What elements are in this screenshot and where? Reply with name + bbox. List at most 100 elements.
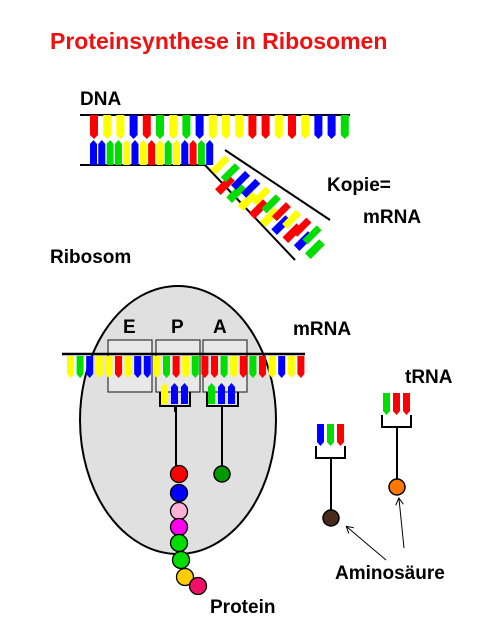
dna-diagonal-base (271, 202, 291, 222)
dna-top-base (274, 115, 283, 139)
copy-base (260, 207, 280, 227)
protein-bead (169, 533, 189, 553)
copy-base (237, 191, 258, 211)
free-trna-1-base (327, 424, 334, 446)
dna-top-base (261, 115, 270, 139)
dna-top-base (222, 115, 230, 139)
dna-top-base (182, 115, 191, 139)
mrna-base (211, 356, 218, 378)
mrna-base (124, 356, 132, 378)
dna-bottom-base (156, 140, 164, 165)
free-trna-group (315, 393, 412, 561)
free-trna-1-aminoacid (322, 509, 340, 527)
protein-bead (175, 567, 195, 587)
mrna-base (95, 356, 103, 378)
dna-top-base (156, 115, 164, 139)
site-p-label: P (171, 317, 184, 338)
free-trna-2-base (383, 393, 390, 415)
mrna-base (259, 356, 266, 378)
dna-bottom-base (106, 140, 114, 165)
dna-top-base (248, 115, 257, 139)
dna-diagonal-base (210, 155, 230, 175)
copy-base (305, 239, 325, 259)
dna-bottom-base (148, 140, 156, 165)
copy-base (226, 183, 247, 203)
mrna-base (105, 356, 113, 378)
dna-diagonal-base (251, 186, 271, 206)
dna-bottom-base (206, 140, 214, 165)
dna-top-base (314, 115, 323, 139)
mrna-base (201, 356, 209, 378)
dna-diagonal-base (302, 225, 322, 245)
dna-top-base (129, 115, 138, 139)
a-site-aminoacid (213, 465, 231, 483)
copy-base (215, 175, 235, 195)
mrna-copy-strand (210, 149, 331, 259)
mrna-base (163, 356, 170, 378)
a-site-anticodon-base (228, 383, 235, 404)
dna-top-base (208, 115, 217, 139)
arrow-to-aminoacid-1 (347, 527, 387, 561)
dna-diagonal-base (231, 170, 251, 190)
protein-bead (169, 483, 189, 503)
free-trna-1-base (337, 424, 344, 446)
a-site-anticodon-base (208, 383, 215, 404)
free-trna-2-bracket (381, 415, 412, 428)
ribosome-complex (62, 339, 305, 596)
dna-bottom-base (90, 140, 97, 165)
mrna-base (153, 356, 161, 378)
dna-bottom-base (173, 140, 180, 165)
dna-bottom-base (123, 140, 131, 165)
site-a-label: A (213, 317, 227, 338)
diagram-title: Proteinsynthese in Ribosomen (50, 28, 388, 54)
mrna-base (134, 356, 142, 378)
dna-top-base (340, 115, 349, 139)
mrna-base (220, 356, 228, 378)
protein-bead (169, 464, 189, 484)
a-site-anticodon-base (218, 383, 225, 404)
mrna-base (143, 356, 151, 378)
mrna-base (268, 356, 276, 378)
copy-base (248, 199, 269, 219)
kopie-label: Kopie= (327, 175, 391, 196)
protein-bead (169, 517, 189, 537)
dna-top-base (288, 115, 296, 139)
site-e-label: E (123, 317, 136, 338)
dna-top-base (103, 115, 112, 139)
mrna-base (191, 356, 199, 378)
dna-top-base (169, 115, 178, 139)
dna-top-base (235, 115, 244, 139)
dna-diagonal-base (241, 178, 261, 198)
mrna-base (76, 356, 84, 378)
dna-diagonal-base (292, 217, 312, 237)
free-trna-1-bracket (315, 446, 346, 459)
dna-bottom-base (98, 140, 106, 165)
p-site-anticodon-base (161, 383, 168, 404)
free-trna-2-base (403, 393, 410, 415)
mrna-base (86, 356, 94, 378)
dna-diagonal-base (261, 194, 281, 214)
mrna-copy-label: mRNA (363, 207, 422, 228)
mrna-base (230, 356, 238, 378)
p-site-anticodon-base (171, 383, 178, 404)
dna-label: DNA (80, 89, 122, 110)
copy-backbone (224, 149, 331, 221)
free-trna-2-base (393, 393, 400, 415)
p-site-anticodon-base (181, 383, 188, 404)
protein-label: Protein (210, 597, 276, 618)
dna-diagonal-base (220, 163, 240, 183)
dna-top-base (195, 115, 204, 139)
dna-top-base (327, 115, 336, 139)
mrna-base (249, 356, 257, 378)
dna-bottom-base (164, 140, 172, 165)
mrna-base (182, 356, 190, 378)
mrna-base (172, 356, 180, 378)
dna-bottom-base (197, 140, 205, 165)
arrow-to-aminoacid-2 (399, 499, 405, 549)
aminoacid-label: Aminosäure (335, 563, 445, 584)
mrna-label: mRNA (293, 319, 352, 340)
protein-bead (188, 576, 208, 596)
free-trna-2-aminoacid (388, 478, 406, 496)
